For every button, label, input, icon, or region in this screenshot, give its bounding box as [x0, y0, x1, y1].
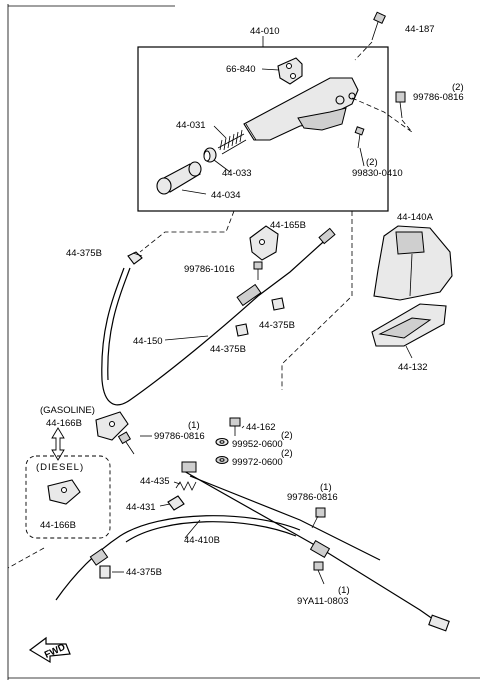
label-44-375b-lower: 44-375B [210, 344, 246, 355]
bracket-44-166b-diesel [47, 479, 81, 505]
brake-lever [243, 77, 359, 141]
bolt-44-162 [229, 417, 241, 436]
label-99830-0410-qty: (2) [366, 157, 378, 168]
spring-44-031 [217, 129, 247, 155]
label-99972-0600: 99972-0600 [232, 457, 283, 468]
screw-99830-0410 [354, 126, 365, 149]
clip-44-375b-lower [235, 323, 249, 337]
label-44-187: 44-187 [405, 24, 435, 35]
dashed-connector-left [139, 210, 235, 253]
diesel-variant-box [25, 455, 111, 539]
leader-44-410b [184, 519, 201, 539]
bolt-99786-0816-mid [117, 431, 135, 455]
label-44-031: 44-031 [176, 120, 206, 131]
leader-44-162 [241, 425, 245, 429]
label-44-132: 44-132 [398, 362, 428, 373]
label-44-150: 44-150 [133, 336, 163, 347]
label-99952-qty: (2) [281, 430, 293, 441]
leader-44-375b-1 [132, 252, 143, 257]
leader-44-033 [213, 159, 231, 173]
leader-44-435 [173, 481, 181, 485]
label-99786-0816-lower: 99786-0816 [287, 492, 338, 503]
leader-44-031 [213, 125, 227, 139]
label-99786-0816-mid: 99786-0816 [154, 431, 205, 442]
label-44-375b-rear: 44-375B [126, 567, 162, 578]
label-44-165b: 44-165B [270, 220, 306, 231]
label-diesel: (DIESEL) [36, 462, 84, 473]
console-44-132 [371, 303, 447, 359]
label-44-033: 44-033 [222, 168, 252, 179]
bolt-99786-0816-upper [395, 91, 406, 119]
leader-44-431 [159, 503, 171, 507]
label-44-375b-mid: 44-375B [259, 320, 295, 331]
boot-44-140a [373, 225, 453, 301]
fwd-arrow-icon [28, 636, 71, 664]
bolt-9ya11-0803 [313, 561, 325, 585]
bushing-44-033 [203, 147, 217, 163]
label-99972-qty: (2) [281, 448, 293, 459]
washer-99972-0600 [215, 456, 229, 464]
dashed-connector-bottom [7, 547, 45, 569]
label-44-162: 44-162 [246, 422, 276, 433]
front-cable-44-150 [101, 227, 336, 406]
label-99952-0600: 99952-0600 [232, 439, 283, 450]
dashed-leaders-top [351, 41, 413, 133]
bracket-44-165b [249, 225, 279, 261]
bracket-66-840 [277, 57, 303, 85]
rear-cable-44-410b [55, 461, 450, 632]
spring-44-435 [175, 481, 197, 491]
label-99830-0410: 99830-0410 [352, 168, 403, 179]
double-arrow-icon [51, 427, 65, 461]
label-66-840: 66-840 [226, 64, 256, 75]
bolt-99786-1016 [253, 261, 263, 280]
label-44-375b-upper: 44-375B [66, 248, 102, 259]
label-44-166b-diesel: 44-166B [40, 520, 76, 531]
leader-44-034 [181, 189, 207, 195]
label-99786-0816-mid-qty: (1) [188, 420, 200, 431]
leader-66-840 [261, 68, 280, 71]
label-9ya11-0803: 9YA11-0803 [297, 596, 348, 607]
dashed-connector-right [281, 211, 353, 390]
label-44-410b: 44-410B [184, 535, 220, 546]
label-99786-0816-upper-qty: (2) [452, 82, 464, 93]
label-44-010: 44-010 [250, 26, 280, 37]
washer-99952-0600 [215, 437, 229, 447]
label-99786-0816-lower-qty: (1) [320, 482, 332, 493]
bolt-99786-0816-lower [311, 507, 326, 529]
grip-44-034 [156, 161, 202, 195]
equalizer-44-431 [167, 495, 185, 511]
label-44-431: 44-431 [126, 502, 156, 513]
label-gasoline: (GASOLINE) [40, 405, 95, 416]
label-99786-0816-upper: 99786-0816 [413, 92, 464, 103]
bracket-44-166b-gasoline [95, 411, 129, 441]
clip-44-375b-mid [271, 297, 285, 311]
label-9ya11-qty: (1) [338, 585, 350, 596]
label-44-034: 44-034 [211, 190, 241, 201]
leader-99830 [359, 147, 365, 167]
label-99786-1016: 99786-1016 [184, 264, 235, 275]
label-44-166b-gasoline: 44-166B [46, 418, 82, 429]
bolt-44-187 [371, 11, 386, 41]
label-44-140a: 44-140A [397, 212, 434, 223]
leader-44-150 [164, 335, 209, 341]
label-44-435: 44-435 [140, 476, 170, 487]
clip-44-375b-rear [99, 565, 111, 579]
